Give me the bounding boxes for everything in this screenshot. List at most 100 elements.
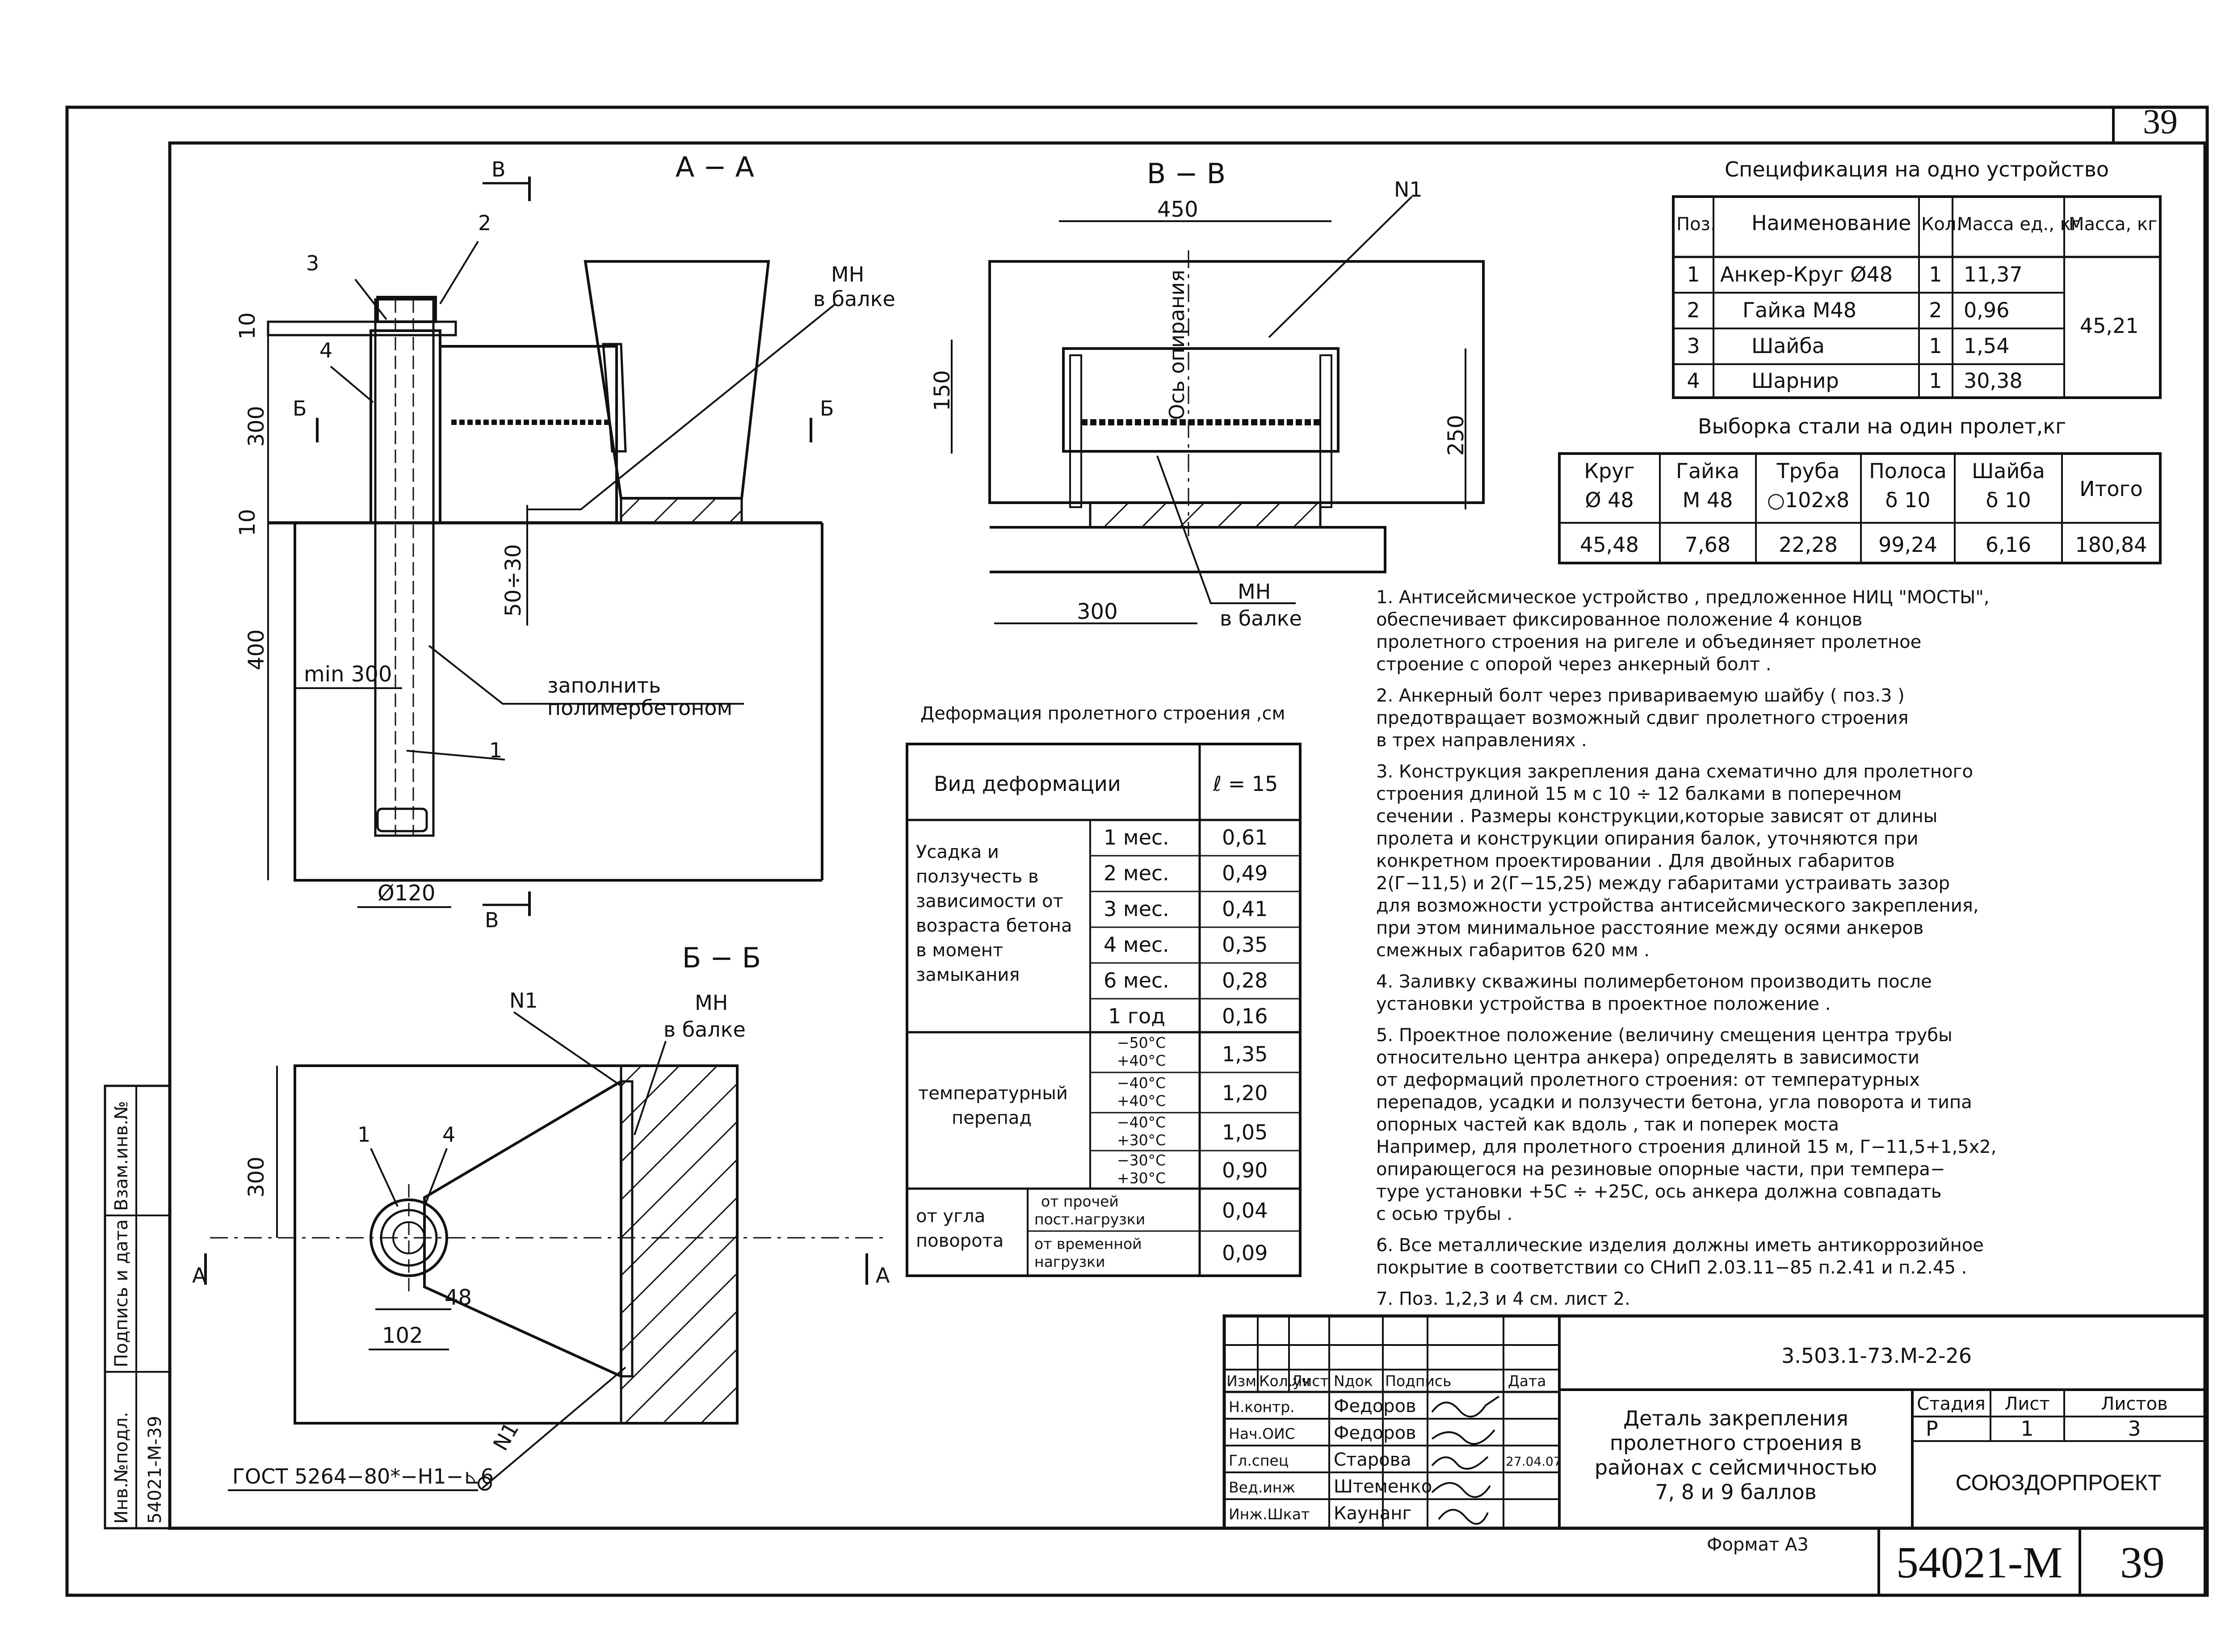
note-1-l1: обеспечивает фиксированное положение 4 к…	[1376, 610, 1862, 630]
signature-4	[1431, 1482, 1491, 1498]
side-label-inv: Инв.№подл.	[111, 1412, 132, 1524]
deform-rot-b0: пост.нагрузки	[1034, 1211, 1145, 1228]
bb-mark-a-left: А	[192, 1263, 206, 1287]
aa-mark-v-top: В	[491, 157, 506, 181]
bb-mn-label-2: в балке	[663, 1017, 746, 1042]
note-1-l0: 1. Антисейсмическое устройство , предлож…	[1376, 587, 1989, 608]
steel-table: Выборка стали на один пролет,кг Круг Ø 4…	[1558, 414, 2162, 564]
aa-mn-label: МН	[831, 262, 864, 286]
aa-fill-label-1: заполнить	[547, 673, 661, 698]
aa-callout-1: 1	[489, 738, 502, 762]
rev-r0-role: Н.контр.	[1229, 1398, 1295, 1416]
aa-dim-10-bottom: 10	[235, 509, 260, 536]
deform-temp-a2: −40°С	[1117, 1114, 1166, 1131]
note-3-l4: конкретном проектировании . Для двойных …	[1376, 851, 1895, 871]
steel-v4: 6,16	[1986, 533, 2031, 557]
rev-h-5: Дата	[1508, 1372, 1546, 1390]
notes: 1. Антисейсмическое устройство , предлож…	[1376, 587, 1996, 1309]
deform-shr-l1: ползучесть в	[916, 866, 1039, 887]
section-bb: Б − Б А А 300 48 102 1 4 N1 МН в балке N…	[192, 942, 890, 1491]
deform-shr-p1: 2 мес.	[1104, 861, 1169, 885]
rev-r2-name: Старова	[1334, 1450, 1411, 1470]
section-aa-title: А − А	[676, 151, 754, 183]
page-number-bottom: 39	[2120, 1538, 2165, 1587]
steel-v5: 180,84	[2075, 533, 2147, 557]
side-label-replace: Взам.инв.№	[111, 1101, 132, 1211]
aa-mark-b-right: Б	[820, 396, 834, 420]
deform-shr-v1: 0,49	[1222, 861, 1268, 885]
aa-callout-2: 2	[478, 211, 491, 235]
archive-box: Формат А3 54021-М 39	[1707, 1527, 2206, 1597]
note-4-l0: 4. Заливку скважины полимербетоном произ…	[1376, 971, 1932, 992]
bb-mark-a-right: А	[876, 1263, 890, 1287]
vv-dim-300: 300	[1077, 599, 1118, 624]
deform-shr-p3: 4 мес.	[1104, 933, 1169, 957]
note-5-l7: туре установки +5С ÷ +25С, ось анкера до…	[1376, 1181, 1942, 1202]
deform-temp-v0: 1,35	[1222, 1042, 1268, 1066]
rev-r0-name: Федоров	[1334, 1396, 1416, 1417]
rev-h-4: Подпись	[1385, 1372, 1451, 1390]
rev-h-1: Кол.уч	[1259, 1372, 1310, 1390]
bb-weld-note: ГОСТ 5264−80*−Н1−⊾6	[232, 1464, 494, 1488]
note-3-l6: для возможности устройства антисейсмичес…	[1376, 895, 1979, 916]
spec-h-qty: Кол.	[1921, 214, 1962, 235]
note-3-l7: при этом минимальное расстояние между ос…	[1376, 918, 1923, 938]
steel-caption: Выборка стали на один пролет,кг	[1698, 414, 2066, 438]
note-5-l0: 5. Проектное положение (величину смещени…	[1376, 1025, 1953, 1046]
rev-h-0: Изм	[1226, 1372, 1256, 1390]
deform-rot-a0: от прочей	[1041, 1193, 1119, 1210]
deform-temp-v1: 1,20	[1222, 1081, 1268, 1105]
spec-r2-qty: 1	[1929, 334, 1942, 358]
rev-r2-role: Гл.спец	[1229, 1452, 1289, 1469]
vv-dim-150: 150	[930, 370, 955, 411]
spec-r0-qty: 1	[1929, 262, 1942, 286]
signature-2	[1431, 1429, 1495, 1445]
note-1-l2: пролетного строения на ригеле и объединя…	[1376, 632, 1921, 652]
vv-mn-label-1: МН	[1238, 580, 1271, 604]
rev-r1-name: Федоров	[1334, 1423, 1416, 1443]
note-5-l8: с осью трубы .	[1376, 1204, 1512, 1224]
aa-mn-label-2: в балке	[813, 287, 895, 311]
spec-r0-name: Анкер-Круг Ø48	[1720, 262, 1893, 286]
spec-h-unit-mass: Масса ед., кг	[1957, 214, 2080, 235]
title-line-3: районах с сейсмичностью	[1595, 1455, 1877, 1480]
steel-h4-b: δ 10	[1986, 488, 2031, 512]
section-vv: В − В Ось опирания 450 150 250 300 N1 МН…	[930, 157, 1485, 631]
bb-n1-top: N1	[509, 988, 538, 1013]
section-bb-title: Б − Б	[682, 942, 761, 974]
note-7-l0: 7. Поз. 1,2,3 и 4 см. лист 2.	[1376, 1289, 1630, 1309]
steel-v0: 45,48	[1580, 533, 1639, 557]
spec-h-mass: Масса, кг	[2069, 214, 2157, 235]
bb-mn-label-1: МН	[695, 991, 728, 1015]
deform-shr-v5: 0,16	[1222, 1004, 1268, 1028]
spec-h-name: Наименование	[1751, 211, 1911, 235]
deform-temp-l0: температурный	[918, 1083, 1068, 1104]
section-vv-title: В − В	[1147, 157, 1226, 190]
stage-h-1: Лист	[2004, 1394, 2049, 1414]
spec-r2-name: Шайба	[1751, 334, 1825, 358]
side-stamp: Инв.№подл. 54021-М-39 Подпись и дата Вза…	[104, 1085, 171, 1530]
rev-r1-role: Нач.ОИС	[1229, 1425, 1295, 1442]
rev-r3-name: Штеменко	[1334, 1476, 1432, 1497]
vv-n1: N1	[1394, 177, 1423, 202]
note-3-l3: пролета и конструкции опирания балок, ут…	[1376, 828, 1919, 849]
steel-h0-b: Ø 48	[1585, 488, 1634, 512]
stage-h-0: Стадия	[1917, 1394, 1985, 1414]
spec-r3-pos: 4	[1687, 369, 1700, 393]
deform-rot-v1: 0,09	[1222, 1241, 1268, 1265]
deform-shr-l5: замыкания	[916, 965, 1020, 985]
deform-rot-a1: от временной	[1034, 1235, 1142, 1253]
sheet-frames: 39	[65, 102, 2209, 1597]
note-5-l2: от деформаций пролетного строения: от те…	[1376, 1070, 1920, 1090]
steel-h2-b: ○102х8	[1767, 488, 1849, 512]
section-aa: А − А В 10 300 10 400 50÷30 min 300	[235, 151, 895, 932]
spec-r0-mass: 11,37	[1964, 262, 2023, 286]
rev-h-3: Nдок	[1334, 1372, 1373, 1390]
bb-dim-48: 48	[445, 1285, 472, 1310]
aa-dim-d120: Ø120	[378, 881, 435, 906]
deform-shr-v2: 0,41	[1222, 897, 1268, 921]
aa-fill-label-2: полимербетоном	[547, 696, 732, 720]
steel-h2-a: Труба	[1776, 459, 1839, 483]
aa-dim-50-30: 50÷30	[501, 544, 526, 617]
